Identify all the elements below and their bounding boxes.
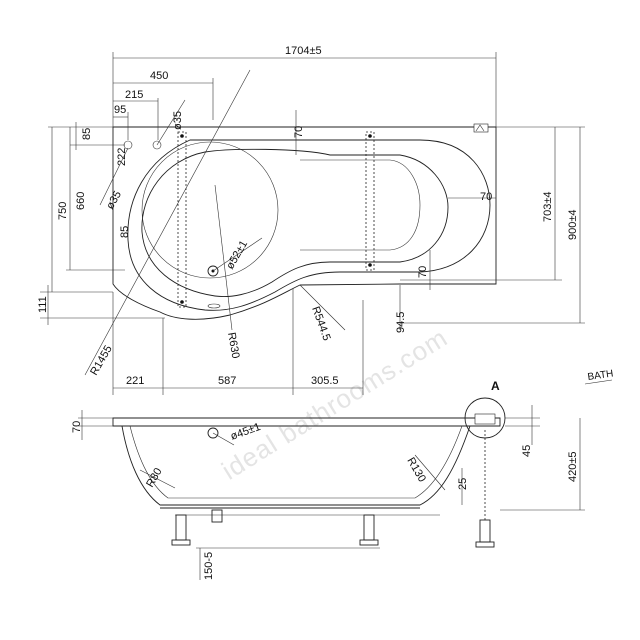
rail-dot <box>368 263 372 267</box>
dim-215: 215 <box>125 89 143 101</box>
dim-dia52: ø52±1 <box>224 239 250 272</box>
support-rail-left <box>177 131 187 308</box>
detail-label-a: A <box>491 379 500 393</box>
dim-95: 95 <box>114 104 126 116</box>
dim-r130: R130 <box>404 456 428 485</box>
dim-150: 150-5 <box>203 552 215 580</box>
dim-660: 660 <box>75 192 87 210</box>
bath-body-inner <box>129 425 463 499</box>
dim-side-70: 70 <box>71 421 83 433</box>
dim-85-side: 85 <box>119 226 131 238</box>
logo-mark-glyph <box>475 124 485 132</box>
dim-420: 420±5 <box>567 451 579 482</box>
rail-dot <box>368 134 372 138</box>
dim-703: 703±4 <box>542 191 554 222</box>
rail-dot <box>180 134 184 138</box>
dim-750: 750 <box>57 202 69 220</box>
dim-94: 94.5 <box>395 312 407 333</box>
dim-85-top: 85 <box>81 128 93 140</box>
dimensions-top: 1704±5 450 215 95 ø35 85 222 <box>37 45 585 395</box>
dim-450: 450 <box>150 70 168 82</box>
overflow <box>207 303 221 309</box>
dim-70-bottom: 70 <box>417 266 429 278</box>
dim-r1455: R1455 <box>88 343 115 377</box>
logo-mark <box>473 123 489 133</box>
dim-587: 587 <box>218 375 236 387</box>
dim-111: 111 <box>37 296 49 313</box>
dim-222: 222 <box>116 148 128 166</box>
dim-221: 221 <box>126 375 144 387</box>
bath-rim-inner <box>127 139 491 311</box>
dim-70-top: 70 <box>293 126 305 138</box>
dimensions-side: 70 ø45±1 R80 R130 25 45 420±5 15 <box>71 405 585 580</box>
dim-dia35-side: ø35 <box>104 189 124 211</box>
rail-dot <box>180 300 184 304</box>
overflow-hole-side <box>207 427 219 439</box>
dim-45: 45 <box>521 445 533 457</box>
dim-900: 900±4 <box>567 209 579 240</box>
bath-body-side <box>121 425 471 506</box>
bath-basin <box>141 148 449 297</box>
dim-305: 305.5 <box>311 375 339 387</box>
bath-label: BATH <box>587 368 614 383</box>
top-view: 1704±5 450 215 95 ø35 85 222 <box>37 45 585 395</box>
bath-footwell <box>300 159 421 251</box>
support-rail-right <box>365 131 375 271</box>
bath-feet <box>171 509 495 548</box>
dim-overall-length: 1704±5 <box>285 45 322 57</box>
bath-outline-top <box>112 126 497 320</box>
bath-rim-side <box>112 417 501 427</box>
tap-hole-2 <box>152 140 162 150</box>
dim-r80: R80 <box>144 466 164 489</box>
dim-70-right: 70 <box>480 191 492 203</box>
dim-r544: R544.5 <box>309 305 332 342</box>
bath-head-area <box>141 141 279 279</box>
waste-outlet <box>207 265 219 277</box>
dim-r630: R630 <box>225 331 241 359</box>
dim-25: 25 <box>457 478 469 490</box>
dim-dia35-top: ø35 <box>172 111 184 130</box>
